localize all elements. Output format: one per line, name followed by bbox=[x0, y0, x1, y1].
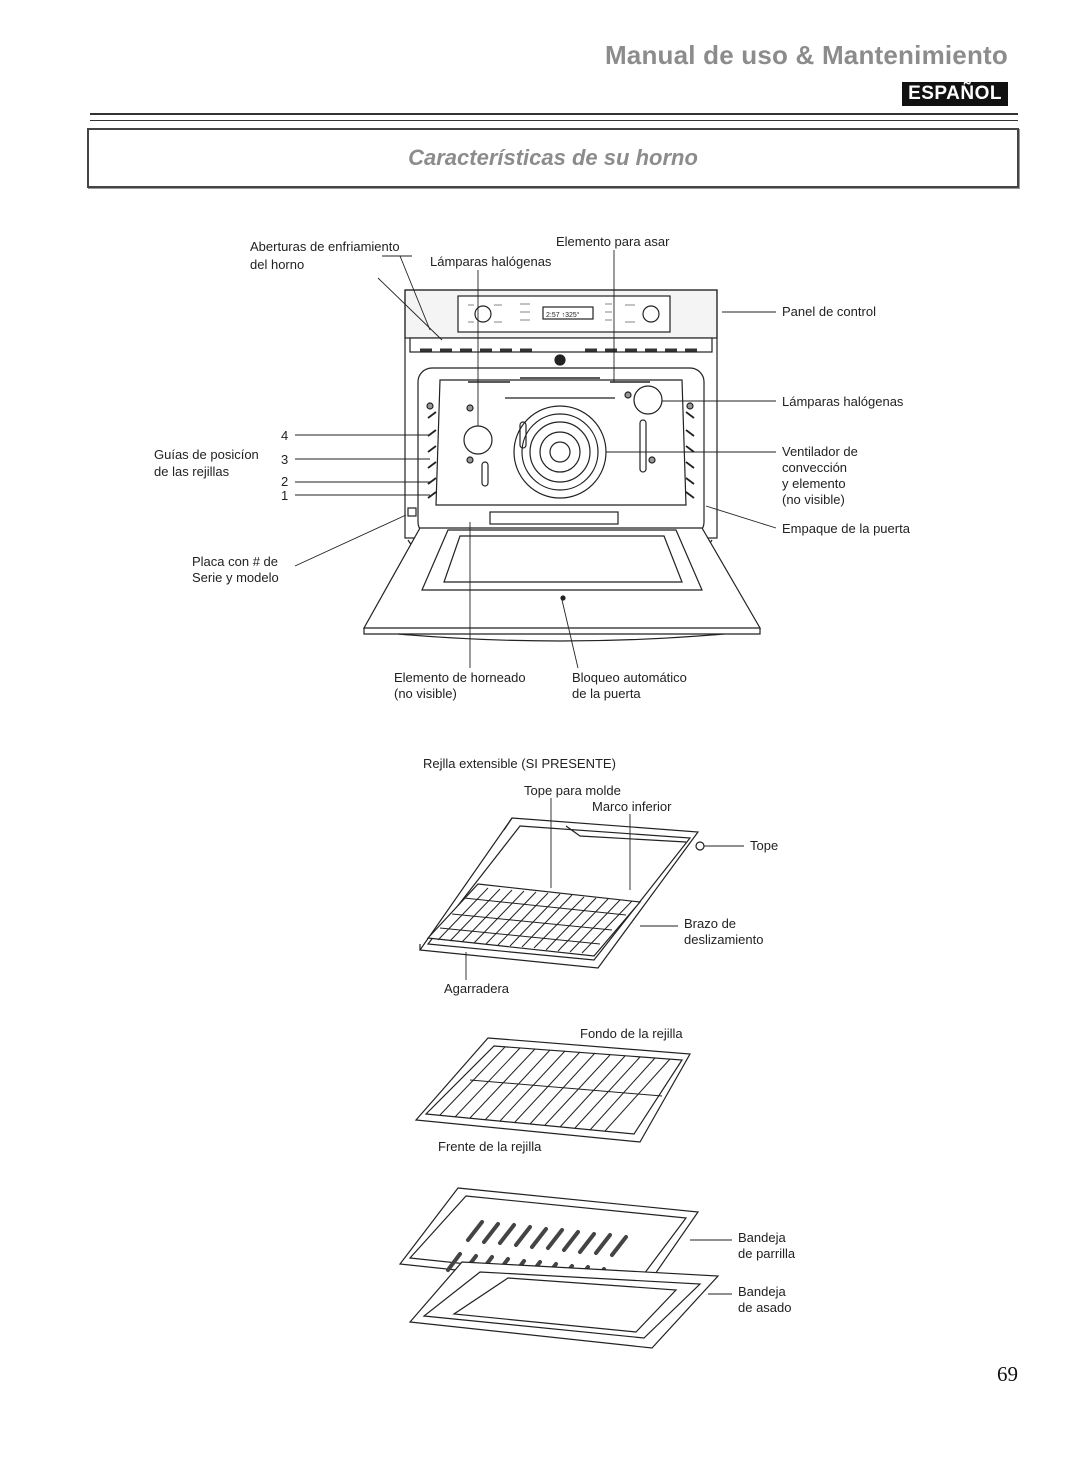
label-roast-tray-1: Bandeja bbox=[738, 1284, 786, 1299]
label-fan-1: Ventilador de bbox=[782, 444, 858, 459]
label-halogen-top: Lámparas halógenas bbox=[430, 254, 552, 269]
extend-rack-illustration bbox=[418, 817, 705, 969]
label-bake-element-2: (no visible) bbox=[394, 686, 457, 701]
label-grill-tray-1: Bandeja bbox=[738, 1230, 786, 1245]
label-control-panel: Panel de control bbox=[782, 304, 876, 319]
section-title-box: Características de su horno bbox=[87, 128, 1019, 188]
oven-labels: Aberturas de enfriamiento del horno Elem… bbox=[154, 234, 911, 701]
label-fan-3: y elemento bbox=[782, 476, 846, 491]
label-lower-frame: Marco inferior bbox=[592, 799, 672, 814]
label-cooling-vents-2: del horno bbox=[250, 257, 304, 272]
halogen-lamp-right bbox=[633, 385, 663, 415]
label-cooling-vents: Aberturas de enfriamiento bbox=[250, 239, 400, 254]
label-roast-tray-2: de asado bbox=[738, 1300, 792, 1315]
label-rack-1: 1 bbox=[281, 488, 288, 503]
label-slide-arm-2: deslizamiento bbox=[684, 932, 764, 947]
label-halogen-side: Lámparas halógenas bbox=[782, 394, 904, 409]
label-rack-guides-2: de las rejillas bbox=[154, 464, 230, 479]
label-fan-2: convección bbox=[782, 460, 847, 475]
extend-rack-leaders bbox=[465, 798, 744, 980]
label-grill-tray-2: de parrilla bbox=[738, 1246, 796, 1261]
label-serial-plate-1: Placa con # de bbox=[192, 554, 278, 569]
oven-rack-labels: Fondo de la rejilla Frente de la rejilla bbox=[438, 1026, 683, 1154]
oven-rack-illustration bbox=[414, 1037, 691, 1143]
label-fan-4: (no visible) bbox=[782, 492, 845, 507]
oven-display: 2:57 ↑325° bbox=[546, 311, 580, 319]
label-bake-element-1: Elemento de horneado bbox=[394, 670, 526, 685]
language-badge: ESPAÑOL bbox=[902, 82, 1008, 106]
label-pan-stop: Tope para molde bbox=[524, 783, 621, 798]
section-title: Características de su horno bbox=[408, 145, 698, 170]
label-serial-plate-2: Serie y modelo bbox=[192, 570, 279, 585]
label-stop: Tope bbox=[750, 838, 778, 853]
label-rack-3: 3 bbox=[281, 452, 288, 467]
label-handle: Agarradera bbox=[444, 981, 510, 996]
oven-leader-lines bbox=[294, 250, 777, 669]
broil-pan-leaders bbox=[690, 1239, 732, 1295]
label-door-gasket: Empaque de la puerta bbox=[782, 521, 911, 536]
label-rack-guides-1: Guías de posicíon bbox=[154, 447, 259, 462]
halogen-lamp-left bbox=[463, 425, 493, 455]
oven-illustration bbox=[362, 289, 762, 642]
extend-rack-labels: Rejlla extensible (SI PRESENTE) Tope par… bbox=[423, 756, 778, 996]
label-slide-arm-1: Brazo de bbox=[684, 916, 736, 931]
page-number: 69 bbox=[997, 1362, 1018, 1386]
label-rack-2: 2 bbox=[281, 474, 288, 489]
broil-pan-illustration bbox=[398, 1187, 720, 1349]
broil-pan-labels: Bandeja de parrilla Bandeja de asado bbox=[738, 1230, 796, 1315]
label-extend-rack-title: Rejlla extensible (SI PRESENTE) bbox=[423, 756, 616, 771]
label-door-lock-1: Bloqueo automático bbox=[572, 670, 687, 685]
label-rack-4: 4 bbox=[281, 428, 288, 443]
manual-title: Manual de uso & Mantenimiento bbox=[604, 40, 1008, 70]
label-rack-back: Fondo de la rejilla bbox=[580, 1026, 683, 1041]
header-rule-secondary bbox=[90, 120, 1018, 121]
label-door-lock-2: de la puerta bbox=[572, 686, 641, 701]
label-rack-front: Frente de la rejilla bbox=[438, 1139, 542, 1154]
label-broil-element: Elemento para asar bbox=[556, 234, 670, 249]
header-rule bbox=[90, 113, 1018, 115]
